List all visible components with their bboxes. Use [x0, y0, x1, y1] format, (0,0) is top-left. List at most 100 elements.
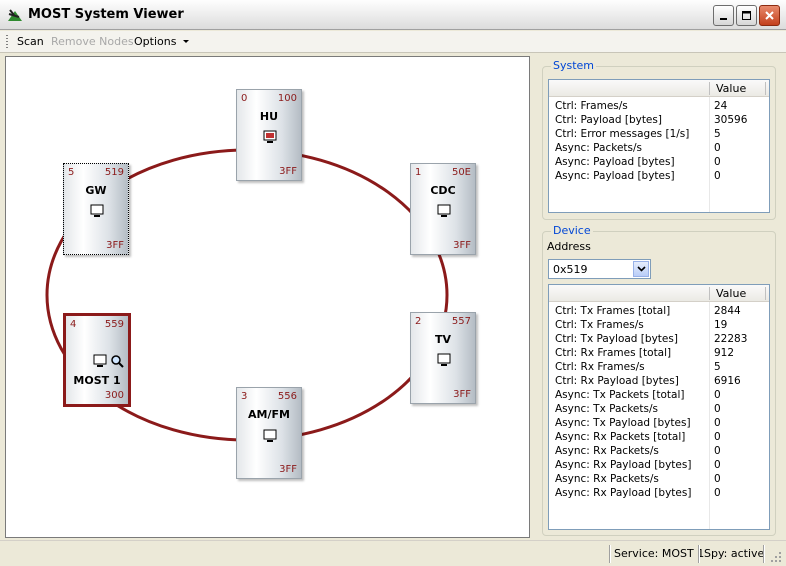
table-row[interactable]: Ctrl: Payload [bytes]30596: [549, 113, 769, 127]
toolbar-grip[interactable]: [6, 35, 8, 49]
scan-button[interactable]: Scan: [17, 35, 44, 48]
close-icon: [765, 11, 774, 20]
table-row[interactable]: Async: Rx Payload [bytes]0: [549, 486, 769, 500]
computer-icon: [437, 204, 451, 217]
row-key: Ctrl: Tx Frames [total]: [555, 305, 671, 317]
table-row[interactable]: Async: Tx Packets [total] 0: [549, 388, 769, 402]
row-value: 0: [714, 473, 721, 485]
node-address: 50E: [451, 167, 471, 178]
row-key: Async: Rx Packets/s: [555, 445, 659, 457]
magnifier-icon: [111, 355, 124, 368]
row-key: Async: Tx Packets/s: [555, 403, 658, 415]
window-title: MOST System Viewer: [28, 7, 184, 22]
table-row[interactable]: Async: Tx Packets/s 0: [549, 402, 769, 416]
title-bar[interactable]: MOST System Viewer: [0, 0, 786, 30]
node-group: 3FF: [453, 389, 471, 400]
node-name: AM/FM: [248, 408, 290, 421]
table-row[interactable]: Async: Rx Payload [bytes]0: [549, 458, 769, 472]
status-separator: [609, 545, 611, 563]
table-row[interactable]: Ctrl: Tx Frames [total]2844: [549, 304, 769, 318]
node-name: HU: [259, 110, 279, 123]
row-key: Async: Rx Payload [bytes]: [555, 487, 692, 499]
node-position: 4: [70, 319, 77, 330]
system-group-title: System: [551, 59, 597, 72]
node-group: 3FF: [279, 166, 297, 177]
system-value-header[interactable]: Value: [716, 82, 747, 95]
table-row[interactable]: Async: Payload [bytes]0: [549, 155, 769, 169]
table-row[interactable]: Ctrl: Tx Payload [bytes]22283: [549, 332, 769, 346]
row-value: 0: [714, 417, 721, 429]
node-name: MOST 1: [73, 374, 121, 387]
row-value: 5: [714, 361, 721, 373]
table-row[interactable]: Ctrl: Tx Frames/s 19: [549, 318, 769, 332]
computer-red-icon: [263, 130, 277, 143]
node-tv[interactable]: 2 557 TV 3FF: [410, 312, 476, 404]
table-row[interactable]: Ctrl: Rx Frames [total] 912: [549, 346, 769, 360]
system-table-header: Value: [549, 80, 769, 97]
row-value: 19: [714, 319, 728, 331]
node-amfm[interactable]: 3 556 AM/FM 3FF: [236, 387, 302, 479]
node-group: 300: [104, 390, 124, 401]
row-value: 912: [714, 347, 735, 359]
resize-grip-icon[interactable]: [770, 551, 782, 563]
table-row[interactable]: Async: Payload [bytes]0: [549, 169, 769, 183]
network-canvas[interactable]: 0 100 HU 3FF 1 50E CDC 3FF 2 557 TV: [5, 56, 530, 538]
table-row[interactable]: Async: Packets/s 0: [549, 141, 769, 155]
node-hu[interactable]: 0 100 HU 3FF: [236, 89, 302, 181]
minimize-button[interactable]: [713, 5, 734, 26]
close-button[interactable]: [759, 5, 780, 26]
service-status: Service: MOST 1: [614, 547, 705, 560]
maximize-icon: [742, 11, 751, 20]
node-address: 519: [104, 167, 124, 178]
row-key: Async: Payload [bytes]: [555, 156, 675, 168]
device-table[interactable]: Value Ctrl: Tx Frames [total]2844 Ctrl: …: [548, 284, 770, 530]
address-label: Address: [547, 240, 591, 253]
row-value: 0: [714, 459, 721, 471]
node-gw[interactable]: 5 519 GW 3FF: [63, 163, 129, 255]
table-row[interactable]: Ctrl: Rx Payload [bytes]6916: [549, 374, 769, 388]
row-key: Ctrl: Rx Frames [total]: [555, 347, 672, 359]
table-row[interactable]: Ctrl: Error messages [1/s]5: [549, 127, 769, 141]
node-most1[interactable]: 4 559 MOST 1 300: [63, 313, 131, 407]
row-value: 22283: [714, 333, 748, 345]
device-value-header[interactable]: Value: [716, 287, 747, 300]
row-key: Async: Payload [bytes]: [555, 170, 675, 182]
row-key: Async: Tx Payload [bytes]: [555, 417, 691, 429]
row-key: Ctrl: Payload [bytes]: [555, 114, 662, 126]
spy-status: Spy: active: [704, 547, 765, 560]
row-key: Async: Packets/s: [555, 142, 642, 154]
row-key: Async: Tx Packets [total]: [555, 389, 685, 401]
row-value: 0: [714, 431, 721, 443]
address-dropdown-button[interactable]: [633, 261, 649, 277]
row-key: Ctrl: Tx Frames/s: [555, 319, 644, 331]
row-value: 0: [714, 142, 721, 154]
node-cdc[interactable]: 1 50E CDC 3FF: [410, 163, 476, 255]
table-row[interactable]: Async: Tx Payload [bytes] 0: [549, 416, 769, 430]
row-key: Ctrl: Error messages [1/s]: [555, 128, 690, 140]
node-position: 0: [241, 93, 248, 104]
address-select-value: 0x519: [553, 263, 588, 276]
column-separator: [765, 287, 766, 300]
maximize-button[interactable]: [736, 5, 757, 26]
node-address: 556: [277, 391, 297, 402]
column-separator: [765, 82, 766, 95]
row-value: 0: [714, 389, 721, 401]
options-label: Options: [134, 35, 177, 48]
remove-nodes-button[interactable]: Remove Nodes: [51, 35, 134, 48]
node-name: TV: [434, 333, 452, 346]
device-table-header: Value: [549, 285, 769, 302]
table-row[interactable]: Async: Rx Packets [total]0: [549, 430, 769, 444]
address-select[interactable]: 0x519: [548, 259, 651, 279]
row-value: 0: [714, 403, 721, 415]
column-gridline: [709, 97, 710, 212]
row-value: 6916: [714, 375, 741, 387]
options-menu[interactable]: Options: [134, 35, 190, 48]
status-separator: [698, 545, 700, 563]
